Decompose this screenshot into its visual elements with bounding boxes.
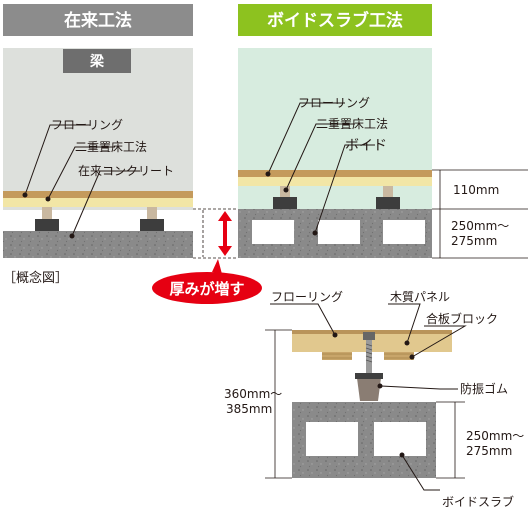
dim-floor-110: 110mm: [453, 183, 499, 197]
detail-drawing: [292, 330, 452, 478]
left-flooring-label: フローリング: [51, 118, 123, 132]
left-flooring: [3, 191, 193, 198]
header-conventional: 在来工法: [3, 4, 193, 36]
right-subfloor: [238, 177, 432, 186]
right-double-floor-label: 二重置床工法: [316, 117, 388, 131]
right-void-slab: [238, 209, 432, 258]
detail-wood-panel-label: 木質パネル: [390, 289, 450, 304]
detail-flooring-label: フローリング: [271, 290, 343, 304]
header-void-slab-text: ボイドスラブ工法: [267, 10, 403, 31]
left-concrete-label: 在来コンクリート: [78, 164, 174, 178]
right-flooring-label: フローリング: [298, 96, 370, 110]
left-panel: 梁: [3, 48, 193, 258]
detail-total-line2: 385mm: [226, 402, 272, 416]
detail-plywood-right: [384, 352, 414, 360]
left-support-1: [35, 207, 59, 231]
void-2: [318, 220, 360, 244]
detail-plywood-label: 合板ブロック: [426, 311, 498, 326]
void-1: [252, 220, 294, 244]
beam-label: 梁: [89, 53, 105, 70]
concept-note: ［概念図］: [3, 270, 68, 286]
left-leaders: [24, 124, 140, 237]
dim-slab-line1: 250mm～: [451, 219, 509, 233]
dim-slab-line2: 275mm: [451, 234, 497, 248]
left-support-2: [140, 207, 164, 231]
left-double-floor-label: 二重置床工法: [75, 140, 147, 154]
thickness-badge: 厚みが増す: [152, 259, 262, 304]
beam-box: [63, 49, 131, 73]
detail-total-line1: 360mm～: [224, 387, 282, 401]
thickness-badge-text: 厚みが増す: [169, 280, 244, 298]
detail-void-slab-label: ボイドスラブ: [442, 494, 514, 509]
thickness-comparison: [193, 208, 238, 259]
detail-rubber: [357, 378, 381, 401]
right-panel: [238, 48, 432, 258]
left-concrete-slab: [3, 231, 193, 258]
detail-slab-line2: 275mm: [466, 444, 512, 458]
header-void-slab: ボイドスラブ工法: [238, 4, 432, 36]
detail-anti-vibration-label: 防振ゴム: [460, 381, 508, 396]
detail-slab-line1: 250mm～: [466, 429, 524, 443]
detail-plywood-left: [322, 352, 352, 360]
void-3: [383, 220, 425, 244]
right-support-2: [376, 186, 400, 209]
left-subfloor: [3, 198, 193, 207]
header-conventional-text: 在来工法: [64, 10, 132, 31]
right-void-label: ボイド: [345, 138, 387, 154]
